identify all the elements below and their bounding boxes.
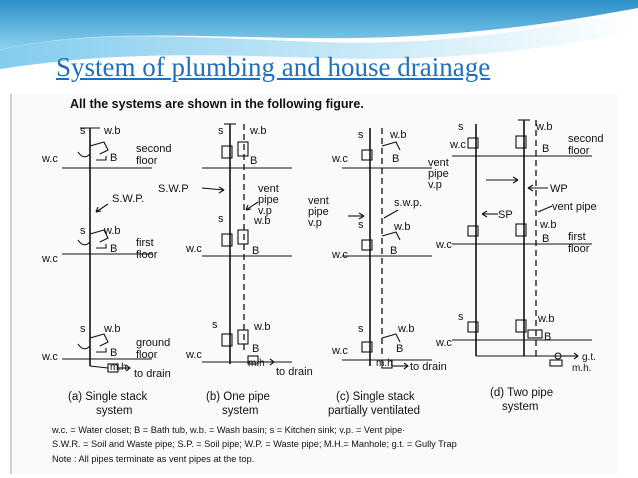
a-to-drain-label: to drain — [134, 368, 171, 380]
b-wc-label-1: w.c — [185, 243, 202, 255]
b-wb-label-2: w.b — [249, 125, 267, 137]
d-manhole-label: m.h. — [572, 363, 591, 374]
c-swp-label: s.w.p. — [394, 197, 422, 209]
system-a-single-stack — [62, 127, 152, 373]
d-gully-trap-label: g.t. — [582, 352, 596, 363]
a-bath-label-1: B — [110, 243, 117, 255]
a-wb-label-2: w.b — [103, 125, 121, 137]
figure-heading: All the systems are shown in the followi… — [70, 97, 364, 111]
b-sink-label-2: s — [218, 125, 224, 137]
d-wc-label-2: w.c — [449, 139, 466, 151]
d-sink-label-2: s — [458, 121, 464, 133]
figure-footnotes: w.c. = Water closet; B = Bath tub, w.b. … — [51, 425, 457, 464]
d-wb-label-1: w.b — [539, 219, 557, 231]
b-swp-label: S.W.P — [158, 183, 189, 195]
c-wb-label-0: w.b — [397, 323, 415, 335]
caption-a-line2: system — [96, 405, 132, 417]
a-sink-label-2: s — [80, 125, 86, 137]
c-wb-label-1: w.b — [393, 221, 411, 233]
d-wb-label-2: w.b — [535, 121, 553, 133]
d-bath-label-2: B — [542, 143, 549, 155]
a-bath-label-2: B — [110, 152, 117, 164]
b-bath-label-2: B — [250, 155, 257, 167]
c-to-drain-label: to drain — [410, 361, 447, 373]
a-wc-label-1: w.c — [41, 253, 58, 265]
system-c-partially-ventilated — [342, 128, 432, 370]
caption-d-line1: (d) Two pipe — [490, 387, 553, 399]
c-wc-label-2: w.c — [331, 153, 348, 165]
b-wb-label-0: w.b — [253, 321, 271, 333]
footnote-line-3: Note : All pipes terminate as vent pipes… — [52, 454, 254, 464]
a-sink-label-1: s — [80, 225, 86, 237]
d-bath-label-1: B — [542, 233, 549, 245]
footnote-line-2: S.W.R. = Soil and Waste pipe; S.P. = Soi… — [52, 439, 457, 449]
c-sink-label-2: s — [358, 129, 364, 141]
caption-c-line2: partially ventilated — [328, 405, 420, 417]
system-b-one-pipe — [201, 123, 292, 366]
d-wc-label-0: w.c — [435, 337, 452, 349]
caption-a-line1: (a) Single stack — [68, 391, 148, 403]
d-sp-label: SP — [498, 209, 513, 221]
a-bath-label-0: B — [110, 347, 117, 359]
c-manhole-label: m.h — [376, 358, 393, 369]
caption-d-line2: system — [502, 401, 538, 413]
b-bath-label-0: B — [252, 343, 259, 355]
a-wc-label-2: w.c — [41, 153, 58, 165]
plumbing-figure-panel: All the systems are shown in the followi… — [10, 94, 618, 474]
slide-title: System of plumbing and house drainage — [56, 52, 491, 82]
caption-b-line2: system — [222, 405, 258, 417]
c-wb-label-2: w.b — [389, 129, 407, 141]
caption-c-line1: (c) Single stack — [336, 391, 415, 403]
c-bath-label-0: B — [396, 343, 403, 355]
c-sink-label-1: s — [358, 219, 364, 231]
system-d-two-pipe — [452, 119, 592, 367]
caption-b-line1: (b) One pipe — [206, 391, 270, 403]
d-vent-pipe-label-right: vent pipe — [552, 201, 597, 213]
d-wb-label-0: w.b — [537, 313, 555, 325]
b-bath-label-1: B — [252, 245, 259, 257]
b-wc-label-0: w.c — [185, 349, 202, 361]
d-wp-label: WP — [550, 183, 568, 195]
b-sink-label-1: s — [218, 213, 224, 225]
footnote-line-1: w.c. = Water closet; B = Bath tub, w.b. … — [51, 425, 405, 435]
c-wc-label-1: w.c — [331, 249, 348, 261]
a-wc-label-0: w.c — [41, 351, 58, 363]
a-manhole-label: m.h — [110, 362, 127, 373]
c-bath-label-2: B — [392, 153, 399, 165]
b-sink-label-0: s — [212, 319, 218, 331]
a-swp-label: S.W.P. — [112, 193, 144, 205]
b-manhole-label: m.h — [248, 358, 265, 369]
a-sink-label-0: s — [80, 323, 86, 335]
d-sink-label-0: s — [458, 311, 464, 323]
b-to-drain-label: to drain — [276, 366, 313, 378]
d-wc-label-1: w.c — [435, 239, 452, 251]
c-sink-label-0: s — [358, 323, 364, 335]
figure-captions: (a) Single stack system (b) One pipe sys… — [68, 387, 553, 417]
a-wb-label-0: w.b — [103, 323, 121, 335]
a-wb-label-1: w.b — [103, 225, 121, 237]
c-bath-label-1: B — [390, 245, 397, 257]
b-wb-label-1: w.b — [253, 215, 271, 227]
d-bath-label-0: B — [544, 331, 551, 343]
c-wc-label-0: w.c — [331, 345, 348, 357]
slide-banner — [0, 0, 638, 71]
plumbing-systems-diagram: All the systems are shown in the followi… — [41, 97, 603, 464]
